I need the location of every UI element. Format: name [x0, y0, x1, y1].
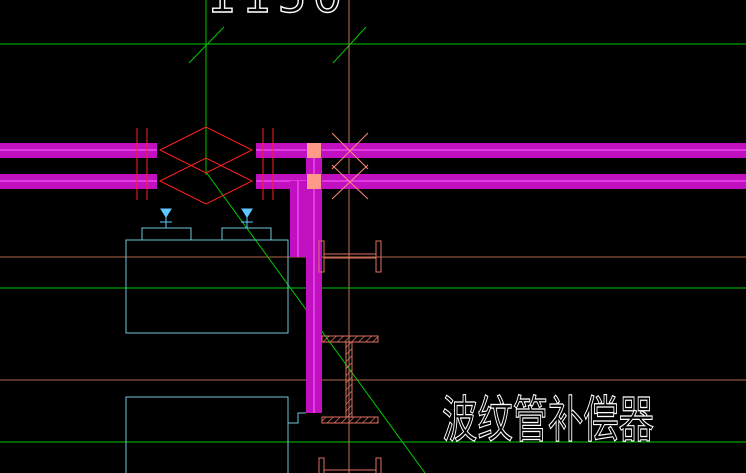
level-markers [160, 208, 253, 228]
cross-upper-b [331, 132, 369, 170]
equipment-lower-connector [288, 412, 306, 424]
beam-lower-bottom-flange [321, 416, 379, 424]
beam-upper-flange-right [375, 240, 382, 273]
axis-tick-left [188, 26, 225, 64]
vertical-riser[interactable] [290, 150, 322, 413]
upper-pipe[interactable] [0, 143, 746, 158]
horizontal-guides [0, 256, 746, 381]
beam-lower-top-flange [321, 335, 379, 343]
cross-markers [331, 132, 369, 200]
marker-left [160, 208, 172, 228]
pipe-joint-lower[interactable] [307, 174, 321, 189]
compensator-label: 波纹管补偿器 [442, 391, 654, 449]
equipment-upper-body [125, 239, 289, 334]
bellows-compensator-lower[interactable] [136, 157, 274, 205]
steel-beam-upper[interactable] [318, 240, 382, 273]
steel-beam-bottom[interactable] [318, 457, 382, 473]
pipe-joint-upper[interactable] [307, 143, 321, 158]
dimension-text: 1150 [207, 0, 348, 23]
lower-pipe[interactable] [0, 174, 746, 189]
marker-right [241, 208, 253, 228]
beam-lower-web [345, 341, 353, 418]
equipment-box-lower[interactable] [125, 396, 306, 473]
equipment-lower-body [125, 396, 289, 473]
compensator-lower-diamond [158, 157, 254, 205]
beam-upper-flange-left [318, 240, 325, 273]
beam-bottom-flange-left [318, 457, 325, 473]
beam-bottom-flange-right [375, 457, 382, 473]
horizontal-gridlines [0, 43, 746, 443]
steel-beam-lower[interactable] [321, 335, 379, 424]
cross-lower-b [331, 164, 369, 200]
